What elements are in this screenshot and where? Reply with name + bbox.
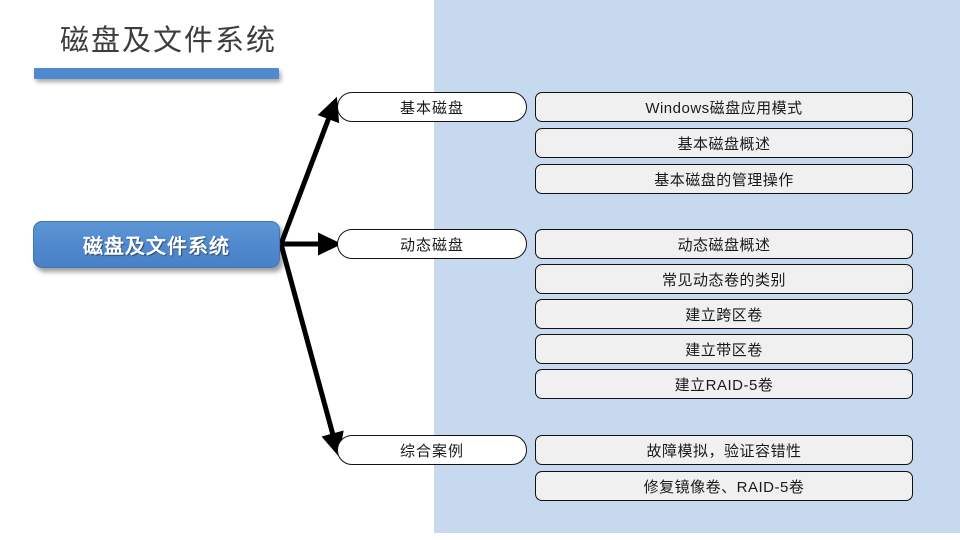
topic-box-label: 修复镜像卷、RAID-5卷 [643,478,805,496]
topic-box-label: 常见动态卷的类别 [661,271,786,289]
topic-box[interactable]: 建立带区卷 [535,334,913,364]
topic-box-label: Windows磁盘应用模式 [645,99,803,117]
topic-box-label: 建立跨区卷 [685,306,763,324]
topic-box[interactable]: 常见动态卷的类别 [535,264,913,294]
branch-label-dynamic-disk[interactable]: 动态磁盘 [337,229,527,259]
root-node-label: 磁盘及文件系统 [83,236,230,258]
page-title: 磁盘及文件系统 [60,25,278,57]
topic-box[interactable]: Windows磁盘应用模式 [535,92,913,122]
topic-box-label: 建立RAID-5卷 [674,376,774,394]
branch-label-case-study[interactable]: 综合案例 [337,435,527,465]
topic-box[interactable]: 建立跨区卷 [535,299,913,329]
topic-box[interactable]: 基本磁盘的管理操作 [535,164,913,194]
topic-box-label: 建立带区卷 [685,341,763,359]
arrow-to-basic-disk [278,96,340,245]
topic-box[interactable]: 动态磁盘概述 [535,229,913,259]
branch-label-text: 综合案例 [399,442,464,460]
topic-box[interactable]: 故障模拟，验证容错性 [535,435,913,465]
topic-box-label: 动态磁盘概述 [677,236,771,254]
branch-label-text: 动态磁盘 [399,236,464,254]
topic-box-label: 基本磁盘概述 [677,135,771,153]
branch-label-basic-disk[interactable]: 基本磁盘 [337,92,527,122]
topic-box-label: 基本磁盘的管理操作 [654,171,794,189]
root-node[interactable]: 磁盘及文件系统 [33,221,280,268]
topic-box[interactable]: 修复镜像卷、RAID-5卷 [535,471,913,501]
topic-box[interactable]: 基本磁盘概述 [535,128,913,158]
topic-box-label: 故障模拟，验证容错性 [646,442,802,460]
arrow-to-case-study [278,243,344,457]
title-underline-bar [34,68,279,79]
topic-box[interactable]: 建立RAID-5卷 [535,369,913,399]
branch-label-text: 基本磁盘 [399,99,464,117]
